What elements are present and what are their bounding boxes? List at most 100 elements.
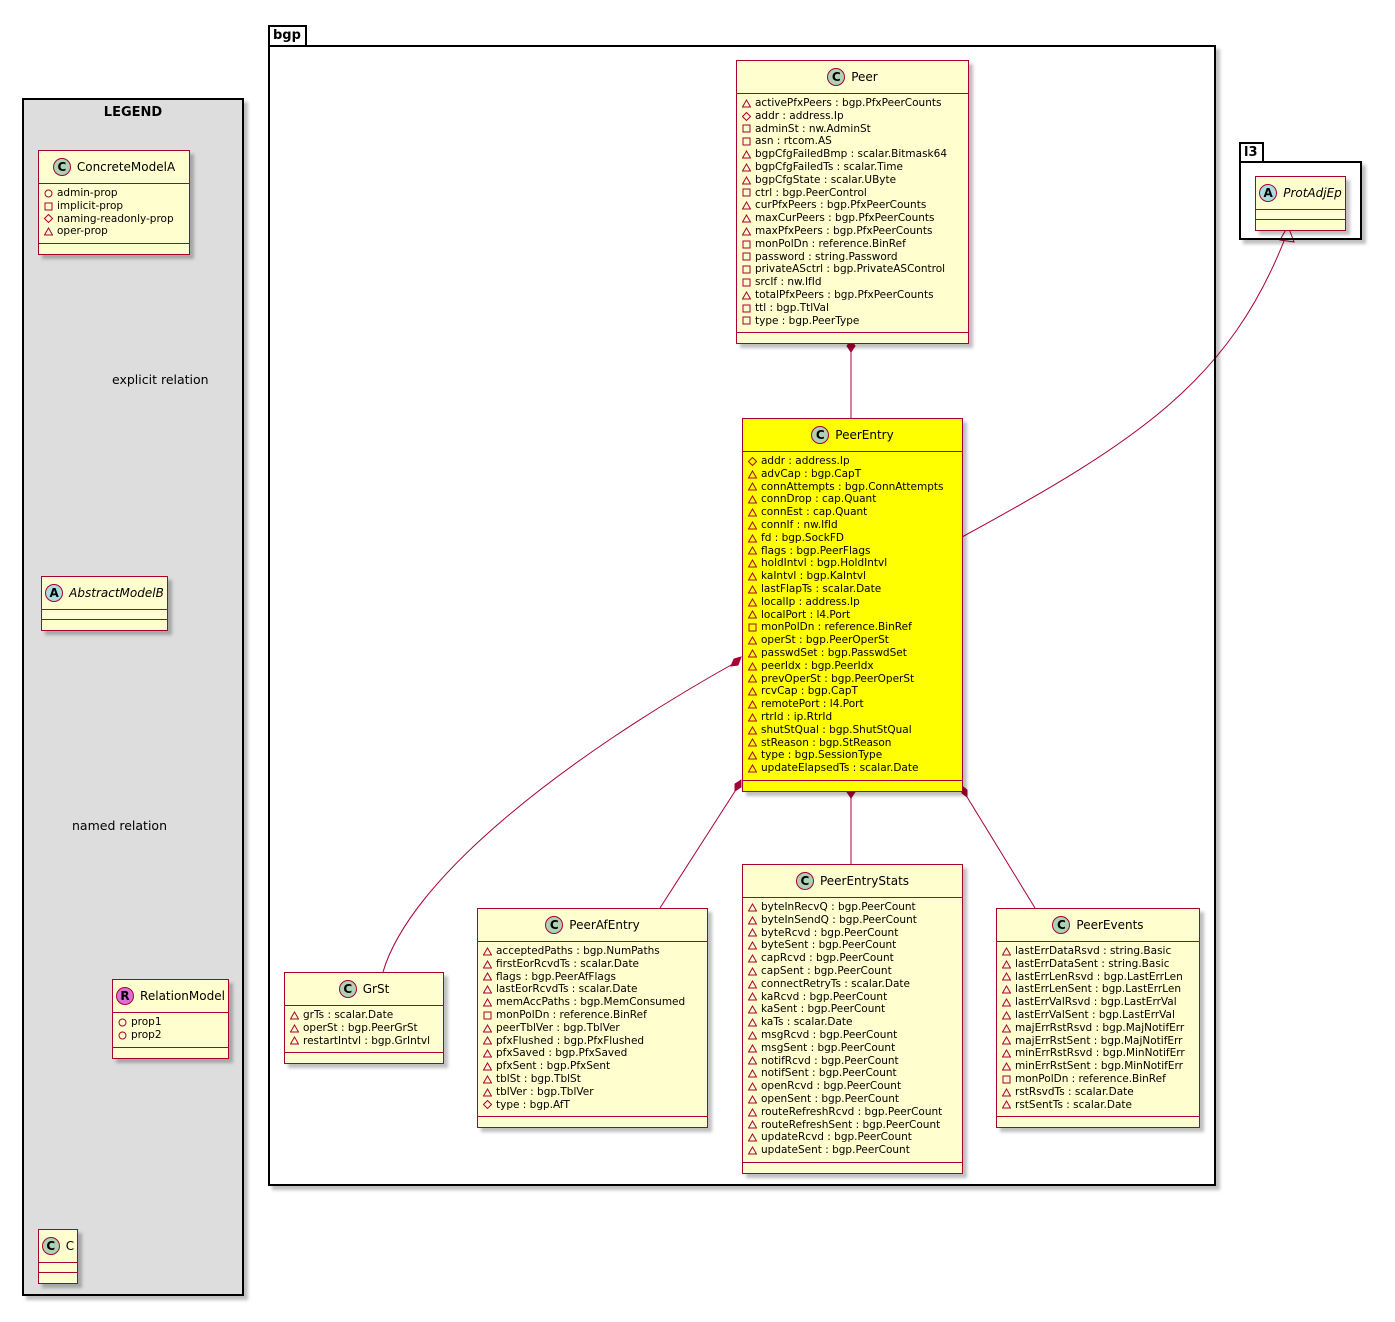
package-icon (742, 162, 751, 172)
attribute-text: routeRefreshSent : bgp.PeerCount (761, 1118, 941, 1131)
class-attribute: kaIntvl : bgp.KaIntvl (748, 570, 962, 583)
attribute-text: grTs : scalar.Date (303, 1009, 394, 1021)
class-operations (743, 781, 962, 791)
class-operations (42, 620, 167, 630)
attribute-text: acceptedPaths : bgp.NumPaths (496, 945, 660, 957)
attribute-text: ttl : bgp.TtlVal (755, 301, 829, 314)
public-icon (44, 189, 53, 198)
private-icon (742, 304, 751, 313)
class-attribute: operSt : bgp.PeerOperSt (748, 634, 962, 647)
class-attribute: srcIf : nw.IfId (742, 276, 968, 289)
class-attribute: lastErrDataRsvd : string.Basic (1002, 945, 1199, 958)
attribute-text: passwdSet : bgp.PasswdSet (761, 646, 907, 659)
class-attribute: rstSentTs : scalar.Date (1002, 1099, 1199, 1112)
package-icon (742, 175, 751, 185)
class-attribute: prop1 (118, 1016, 228, 1029)
package-icon (748, 572, 757, 581)
class-attribute: monPolDn : reference.BinRef (483, 1009, 707, 1022)
attribute-text: lastErrLenRsvd : bgp.LastErrLen (1015, 970, 1183, 983)
attribute-text: byteRcvd : bgp.PeerCount (761, 926, 899, 939)
package-icon (483, 1074, 492, 1084)
attribute-text: lastErrLenSent : bgp.LastErrLen (1015, 983, 1181, 996)
class-attribute: pfxSaved : bgp.PfxSaved (483, 1047, 707, 1060)
attribute-text: restartIntvl : bgp.GrIntvl (303, 1034, 430, 1047)
attribute-text: prop2 (131, 1028, 162, 1041)
concrete-class-icon: C (338, 980, 357, 998)
class-attribute: activePfxPeers : bgp.PfxPeerCounts (742, 97, 968, 110)
attribute-text: localPort : l4.Port (761, 608, 851, 621)
class-name: PeerAfEntry (569, 918, 640, 932)
class-attribute: connIf : nw.IfId (748, 519, 962, 532)
package-icon (1002, 998, 1011, 1007)
class-attribute: lastEorRcvdTs : scalar.Date (483, 983, 707, 996)
edge-peerentry-events (963, 791, 1036, 909)
attribute-text: rstRsvdTs : scalar.Date (1015, 1085, 1134, 1098)
package-icon (483, 998, 492, 1007)
attribute-text: updateRcvd : bgp.PeerCount (761, 1131, 912, 1144)
class-attribute: firstEorRcvdTs : scalar.Date (483, 958, 707, 971)
private-icon (742, 252, 751, 261)
class-attribute: maxPfxPeers : bgp.PfxPeerCounts (742, 225, 968, 238)
attribute-text: adminSt : nw.AdminSt (755, 122, 871, 135)
package-icon (748, 546, 757, 555)
attribute-text: privateASctrl : bgp.PrivateASControl (755, 263, 946, 276)
class-attributes (1256, 210, 1345, 220)
attribute-text: capSent : bgp.PeerCount (761, 964, 892, 977)
package-bgp (268, 45, 1216, 1186)
package-icon (290, 1010, 299, 1020)
attribute-text: pfxSent : bgp.PfxSent (496, 1060, 611, 1073)
class-attribute: implicit-prop (44, 200, 189, 213)
class-attribute: kaRcvd : bgp.PeerCount (748, 991, 962, 1004)
attribute-text: shutStQual : bgp.ShutStQual (761, 723, 912, 736)
attribute-text: kaTs : scalar.Date (761, 1016, 853, 1029)
class-attribute: connAttempts : bgp.ConnAttempts (748, 481, 962, 494)
attribute-text: monPolDn : reference.BinRef (755, 237, 906, 250)
attribute-text: implicit-prop (57, 199, 124, 212)
attribute-text: connIf : nw.IfId (761, 518, 838, 531)
attribute-text: notifRcvd : bgp.PeerCount (761, 1054, 899, 1067)
class-attribute: kaSent : bgp.PeerCount (748, 1003, 962, 1016)
class-attribute: shutStQual : bgp.ShutStQual (748, 724, 962, 737)
class-attribute: flags : bgp.PeerFlags (748, 545, 962, 558)
class-attribute: connDrop : cap.Quant (748, 493, 962, 506)
class-attribute: msgSent : bgp.PeerCount (748, 1042, 962, 1055)
class-attribute: peerIdx : bgp.PeerIdx (748, 660, 962, 673)
package-icon (748, 954, 757, 963)
attribute-text: naming-readonly-prop (57, 212, 174, 225)
class-operations (743, 1163, 962, 1173)
package-icon (748, 520, 757, 530)
class-attribute: adminSt : nw.AdminSt (742, 123, 968, 136)
class-attribute: lastErrLenSent : bgp.LastErrLen (1002, 983, 1199, 996)
attribute-text: peerIdx : bgp.PeerIdx (761, 659, 874, 672)
attribute-text: tblSt : bgp.TblSt (496, 1072, 581, 1085)
attribute-text: curPfxPeers : bgp.PfxPeerCounts (755, 199, 927, 212)
attribute-text: msgSent : bgp.PeerCount (761, 1041, 896, 1054)
class-operations (39, 244, 189, 254)
package-icon (742, 150, 751, 159)
attribute-text: lastErrDataRsvd : string.Basic (1015, 945, 1172, 957)
class-attribute: lastErrDataSent : string.Basic (1002, 958, 1199, 971)
class-attribute: capRcvd : bgp.PeerCount (748, 952, 962, 965)
attribute-text: lastFlapTs : scalar.Date (761, 582, 882, 595)
package-icon (742, 214, 751, 223)
package-icon (290, 1023, 299, 1033)
package-icon (483, 946, 492, 956)
public-icon (118, 1031, 127, 1040)
attribute-text: type : bgp.SessionType (761, 749, 883, 762)
attribute-text: kaSent : bgp.PeerCount (761, 1003, 886, 1016)
package-icon (1002, 985, 1011, 994)
attribute-text: updateSent : bgp.PeerCount (761, 1144, 910, 1157)
package-icon (748, 636, 757, 645)
attribute-text: monPolDn : reference.BinRef (496, 1008, 647, 1021)
package-icon (748, 559, 757, 568)
